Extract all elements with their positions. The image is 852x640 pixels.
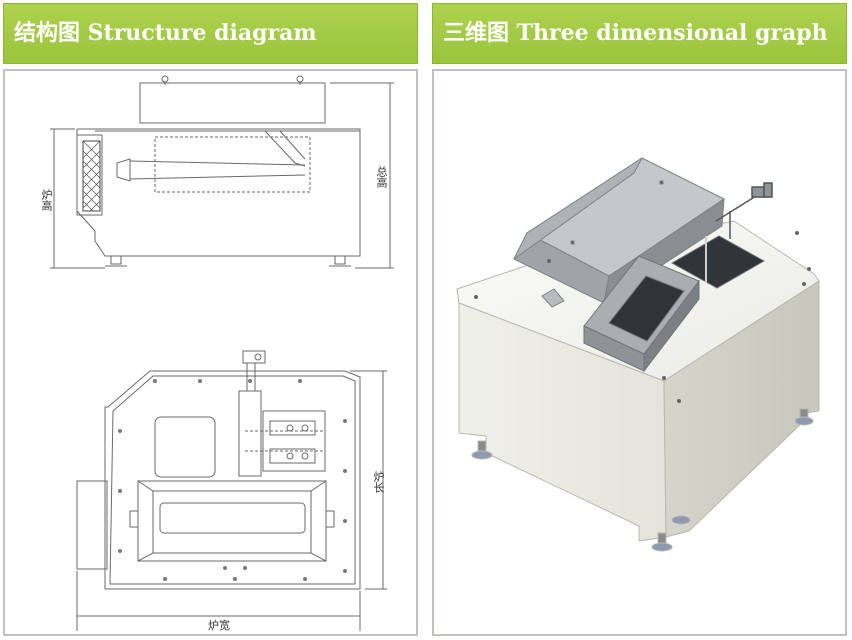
furnace-length-label: 炉长 — [372, 471, 385, 493]
furnace-height-label: 炉高 — [40, 189, 53, 211]
machine-lid — [513, 157, 725, 308]
base-bolts — [474, 231, 811, 403]
structure-diagram-panel: 炉高 总高 炉长 炉宽 — [3, 69, 418, 636]
furnace-width-label: 炉宽 — [208, 619, 230, 632]
three-d-graph-header: 三维图 Three dimensional graph — [432, 3, 847, 64]
three-d-graph-panel — [432, 69, 847, 636]
structure-diagram-header: 结构图 Structure diagram — [3, 3, 418, 64]
hopper — [583, 255, 700, 373]
front-view — [50, 75, 394, 269]
open-tank — [670, 235, 766, 289]
three-d-render — [456, 157, 820, 552]
structure-drawing — [50, 75, 394, 631]
rod-mechanism — [715, 182, 773, 239]
top-view — [76, 350, 387, 631]
total-height-label: 总高 — [375, 166, 388, 188]
